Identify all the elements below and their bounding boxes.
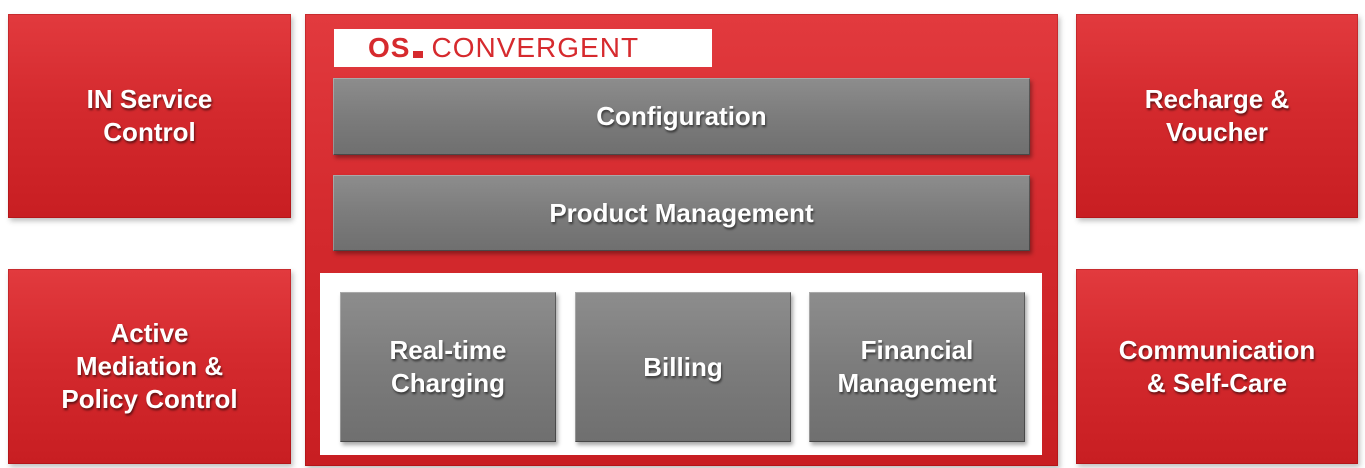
active-mediation-policy-control-label: Active Mediation & Policy Control: [61, 318, 238, 414]
product-management-label: Product Management: [549, 197, 814, 228]
communication-self-care-box: Communication & Self-Care: [1076, 269, 1358, 464]
communication-self-care-label: Communication & Self-Care: [1118, 334, 1316, 398]
recharge-voucher-label: Recharge & Voucher: [1144, 84, 1290, 147]
real-time-charging-label: Real-time Charging: [389, 335, 507, 398]
configuration-label: Configuration: [596, 101, 767, 131]
os-convergent-logo: OS CONVERGENT: [334, 29, 712, 67]
logo-product-name: CONVERGENT: [431, 32, 640, 63]
recharge-voucher-box: Recharge & Voucher: [1076, 14, 1358, 218]
in-service-control-box: IN Service Control: [8, 14, 291, 218]
billing-module: Billing: [575, 292, 791, 442]
configuration-layer: Configuration: [333, 78, 1030, 155]
financial-management-module: Financial Management: [809, 292, 1025, 442]
in-service-control-label: IN Service Control: [86, 84, 213, 147]
billing-label: Billing: [643, 351, 723, 382]
logo-brand: OS: [368, 32, 411, 63]
product-management-layer: Product Management: [333, 175, 1030, 251]
real-time-charging-module: Real-time Charging: [340, 292, 556, 442]
active-mediation-policy-control-box: Active Mediation & Policy Control: [8, 269, 291, 464]
financial-management-label: Financial Management: [837, 335, 997, 398]
logo-dot-mark: [413, 50, 424, 58]
